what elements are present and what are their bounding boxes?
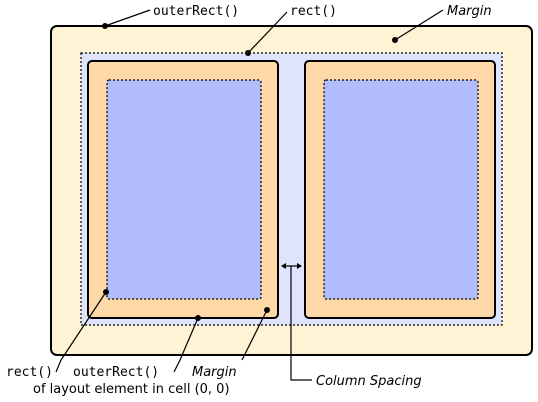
dot-rect-cell (103, 289, 109, 295)
label-cell-caption: of layout element in cell (0, 0) (33, 382, 230, 397)
label-rect-top: rect() (290, 4, 337, 19)
label-rect-cell: rect() (6, 365, 53, 380)
leader-margin-top (394, 9, 444, 41)
dot-rect-top (245, 50, 251, 56)
leader-column-spacing (290, 266, 312, 381)
label-margin-cell: Margin (192, 365, 237, 380)
dot-outer-rect-cell (195, 315, 201, 321)
dot-outer-rect-top (102, 23, 108, 29)
dot-margin-cell (264, 307, 270, 313)
label-outer-rect-top: outerRect() (153, 4, 239, 19)
cell-left-rect (106, 79, 262, 300)
dot-margin-top (392, 37, 398, 43)
leader-rect-top (247, 11, 288, 54)
cell-right-rect (323, 79, 479, 300)
label-outer-rect-cell: outerRect() (73, 365, 159, 380)
leader-margin-cell (241, 309, 268, 361)
leader-outer-rect-cell (173, 317, 199, 373)
leader-rect-cell (55, 291, 107, 373)
leader-outer-rect-top (104, 9, 151, 27)
label-column-spacing: Column Spacing (316, 374, 422, 389)
label-margin-top: Margin (447, 4, 492, 19)
